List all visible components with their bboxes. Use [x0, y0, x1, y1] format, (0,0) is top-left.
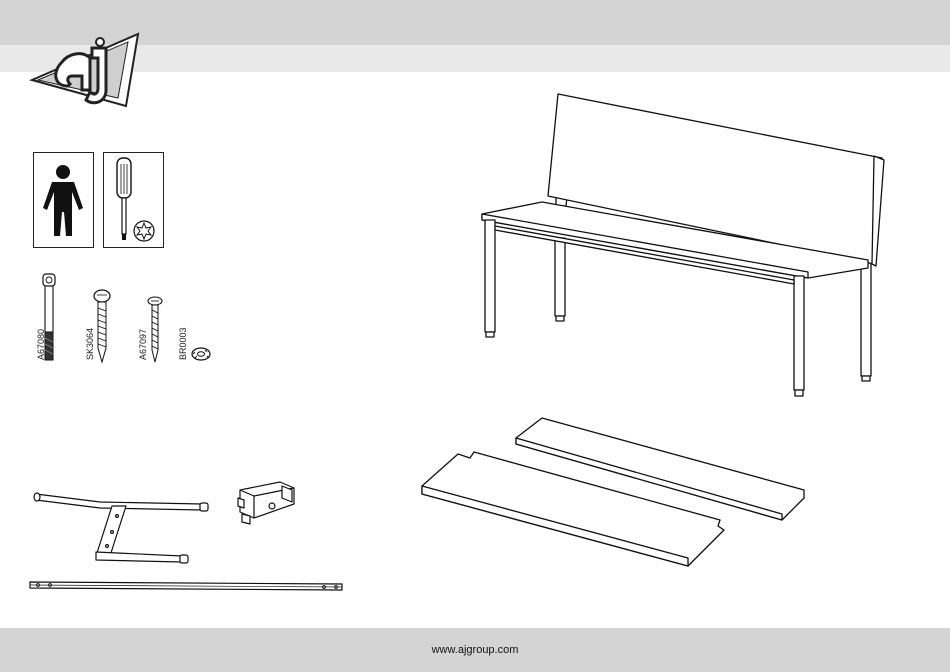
rail-illustration	[28, 578, 346, 594]
part-code-a67080: A67080	[36, 329, 46, 360]
logo-icon	[28, 28, 143, 113]
person-icon	[33, 152, 93, 247]
seat-panels-illustration	[418, 414, 810, 570]
footer-url[interactable]: www.ajgroup.com	[0, 628, 950, 672]
part-code-br0003: BR0003	[178, 327, 188, 360]
bracket-illustration	[232, 478, 302, 526]
washer-icon	[190, 346, 212, 362]
pan-head-screw-icon	[92, 288, 112, 364]
leg-frame-illustration	[32, 486, 214, 572]
part-code-a67097: A67097	[138, 329, 148, 360]
bench-illustration	[470, 88, 890, 403]
torx-icon	[133, 220, 155, 242]
countersunk-screw-icon	[145, 296, 165, 364]
part-code-sk3064: SK3064	[85, 328, 95, 360]
